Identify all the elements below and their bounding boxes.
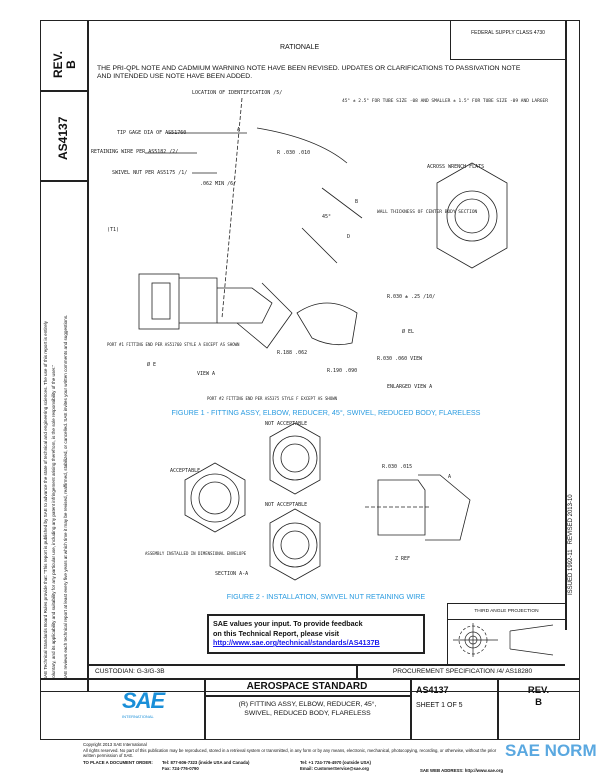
hex-acceptable [184, 462, 246, 533]
hex-end-view [436, 162, 508, 269]
label-t1: (T1) [107, 227, 119, 233]
label-swivel-nut: SWIVEL NUT PER AS5175 /1/ [112, 170, 187, 176]
footer: Copyright 2013 SAE International All rig… [83, 742, 503, 759]
sae-logo: SAE [122, 688, 165, 713]
label-tip-gage: TIP GAGE DIA OF AS51760 [117, 130, 186, 136]
divider [204, 695, 410, 697]
sae-logo-sub: INTERNATIONAL [122, 714, 154, 719]
label-port2: PORT #2 FITTING END PER AS5375 STYLE F E… [207, 396, 338, 401]
disclaimer-1: SAE Technical Standards Board Rules prov… [43, 321, 48, 680]
port2-outline [236, 282, 293, 349]
label-location-id: LOCATION OF IDENTIFICATION /5/ [192, 90, 282, 96]
label-dim-a: A [237, 127, 240, 133]
label-port1: PORT #1 FITTING END PER AS51760 STYLE A … [107, 342, 240, 347]
page-frame [40, 20, 580, 692]
swivel-nut-outline [138, 273, 180, 330]
label-acceptable: ACCEPTABLE [170, 468, 200, 474]
divider [87, 664, 565, 666]
sheet-number: SHEET 1 OF 5 [416, 702, 463, 709]
third-angle-symbol-icon [453, 623, 554, 657]
rationale-title: RATIONALE [280, 44, 320, 51]
feedback-line1: SAE values your input. To provide feedba… [213, 619, 363, 628]
label-r3: R.188 .062 [277, 350, 307, 356]
sidebar-rev: REV.B [51, 51, 78, 78]
divider [356, 664, 358, 679]
label-r2: R.030 .060 VIEW [377, 356, 423, 362]
label-retaining-wire: RETAINING WIRE PER AS5182 /2/ [91, 149, 178, 155]
document-title: (R) FITTING ASSY, ELBOW, REDUCER, 45°, S… [238, 701, 377, 717]
dimension-lines-b-d [301, 187, 363, 264]
label-not-acceptable-1: NOT ACCEPTABLE [265, 421, 307, 427]
centerline [221, 97, 243, 319]
label-dim-d: D [347, 234, 350, 240]
order-contacts-intl: Tel: +1 724-776-4970 (outside USA)Email:… [300, 760, 371, 771]
title-rev: REV.B [527, 685, 550, 708]
order-contacts: Tel: 877-606-7323 (inside USA and Canada… [162, 760, 250, 771]
label-radius: R.030 .015 [382, 464, 412, 470]
copyright: Copyright 2013 SAE International [83, 742, 147, 747]
label-wall-thickness: WALL THICKNESS OF CENTER BODY SECTION [377, 209, 478, 215]
label-r-cont: R.030 ± .25 /10/ [387, 294, 435, 300]
divider [204, 678, 206, 740]
right-strip-divider [565, 20, 567, 630]
label-dim-b: B [355, 199, 358, 205]
hex-not-acceptable-2 [269, 508, 321, 581]
feedback-line2: on this Technical Report, please visit [213, 628, 340, 638]
left-column-divider [87, 20, 89, 692]
label-not-acceptable-2: NOT ACCEPTABLE [265, 502, 307, 508]
standard-type: AEROSPACE STANDARD [246, 681, 368, 692]
dimension-lines [145, 132, 247, 174]
label-section-mark: A [448, 474, 451, 480]
rationale-text: THE PRI-QPL NOTE AND CADMIUM WARNING NOT… [97, 65, 521, 80]
elbow-outline [217, 287, 273, 324]
feedback-box: SAE values your input. To provide feedba… [207, 614, 425, 654]
label-wire-note: ASSEMBLY INSTALLED IN DIMENSIONAL ENVELO… [145, 551, 247, 556]
end-view-bore [446, 190, 498, 242]
sidebar-doc-number: AS4137 [56, 116, 70, 160]
projection-title: THIRD ANGLE PROJECTION [448, 604, 565, 620]
divider [410, 678, 412, 740]
end-view-inner [454, 198, 490, 234]
watermark-logo: SAE NORM [505, 741, 597, 760]
disclaimer-3: SAE reviews each technical report at lea… [63, 314, 68, 680]
divider [40, 90, 87, 92]
label-enlarged-view: ENLARGED VIEW A [387, 384, 432, 390]
web-address: SAE WEB ADDRESS: http://www.sae.org [420, 768, 503, 773]
label-view-a: VIEW A [197, 371, 215, 377]
label-r1: R.190 .090 [327, 368, 357, 374]
divider [497, 678, 499, 740]
port1-bore [151, 282, 171, 320]
figure1-caption: FIGURE 1 - FITTING ASSY, ELBOW, REDUCER,… [171, 408, 481, 417]
procurement-spec: PROCUREMENT SPECIFICATION /4/ AS18280 [392, 668, 533, 675]
label-min-dim: .062 MIN /6/ [200, 181, 236, 187]
label-radius: R .030 .010 [277, 150, 310, 156]
projection-box: THIRD ANGLE PROJECTION [447, 603, 565, 665]
hex-not-acceptable-1 [269, 422, 321, 495]
label-section: SECTION A-A [215, 571, 248, 577]
custodian: CUSTODIAN: G-3/G-3B [95, 668, 165, 675]
figure2-caption: FIGURE 2 - INSTALLATION, SWIVEL NUT RETA… [226, 592, 426, 601]
title-block [40, 678, 580, 740]
figure2-drawing: ACCEPTABLE NOT ACCEPTABLE NOT ACCEPTABLE… [145, 421, 471, 581]
order-label: TO PLACE A DOCUMENT ORDER: [83, 760, 153, 765]
installation-side-view [377, 474, 471, 541]
feedback-link[interactable]: http://www.sae.org/technical/standards/A… [213, 638, 380, 647]
figure1-drawing: LOCATION OF IDENTIFICATION /5/ 45° ± 2.5… [91, 90, 548, 401]
angle-arc [256, 127, 348, 164]
title-doc-number: AS4137 [416, 685, 449, 695]
label-angle: 45° [322, 214, 331, 220]
body-outline [179, 277, 218, 324]
label-dia-el: Ø EL [402, 328, 414, 335]
label-z-ref: Z REF [395, 556, 410, 562]
label-across-wrench: ACROSS WRENCH FLATS [427, 164, 484, 170]
federal-supply-class: FEDERAL SUPPLY CLASS 4730 [450, 20, 565, 60]
label-angle-note: 45° ± 2.5° FOR TUBE SIZE -08 AND SMALLER… [342, 98, 548, 104]
issued-date: ISSUED 1992-11 REVISED 2013-10 [568, 494, 574, 595]
disclaimer-2: voluntary, and its applicability and sui… [51, 364, 56, 680]
enlarged-view-a [296, 302, 358, 346]
divider [40, 180, 87, 182]
label-dia-e: Ø E [147, 361, 156, 368]
rights-notice: All rights reserved. No part of this pub… [83, 747, 497, 759]
